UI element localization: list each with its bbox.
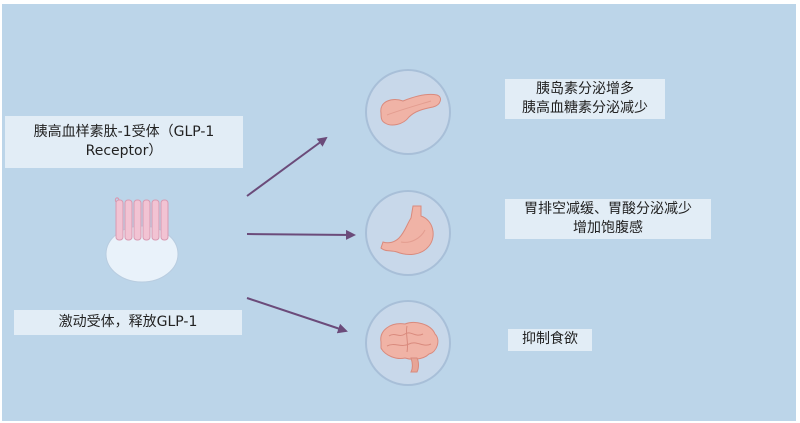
- outcome-pancreas: 胰岛素分泌增多 胰高血糖素分泌减少: [505, 79, 665, 119]
- arrow-to-stomach: [246, 229, 356, 240]
- diagram-canvas: 胰高血样素肽-1受体（GLP-1 Receptor） 激动受体，释放GLP-1: [2, 4, 796, 421]
- outcome-brain-line-1: 抑制食欲: [522, 331, 578, 347]
- outcome-stomach-line-1: 胃排空减缓、胃酸分泌减少: [524, 201, 692, 217]
- agonist-label: 激动受体，释放GLP-1: [14, 310, 242, 335]
- receptor-icon: [105, 197, 179, 283]
- brain-icon: [380, 321, 439, 373]
- outcome-pancreas-line-2: 胰高血糖素分泌减少: [522, 100, 648, 116]
- outcome-stomach: 胃排空减缓、胃酸分泌减少 增加饱腹感: [505, 199, 711, 239]
- receptor-label: 胰高血样素肽-1受体（GLP-1 Receptor）: [5, 116, 243, 168]
- stomach-icon: [380, 205, 434, 255]
- arrow-to-brain: [246, 297, 348, 334]
- brain-circle: [365, 300, 451, 386]
- arrows-layer: [246, 136, 356, 334]
- stomach-circle: [365, 190, 451, 276]
- receptor-label-line-1: 胰高血样素肽-1受体（GLP-1: [33, 124, 215, 140]
- outcome-brain: 抑制食欲: [508, 329, 592, 351]
- arrow-to-pancreas: [246, 136, 328, 197]
- receptor-label-line-2: Receptor）: [85, 143, 163, 159]
- pancreas-icon: [380, 94, 441, 126]
- outcome-pancreas-line-1: 胰岛素分泌增多: [536, 81, 634, 97]
- outcome-stomach-line-2: 增加饱腹感: [573, 220, 643, 236]
- pancreas-circle: [365, 69, 451, 155]
